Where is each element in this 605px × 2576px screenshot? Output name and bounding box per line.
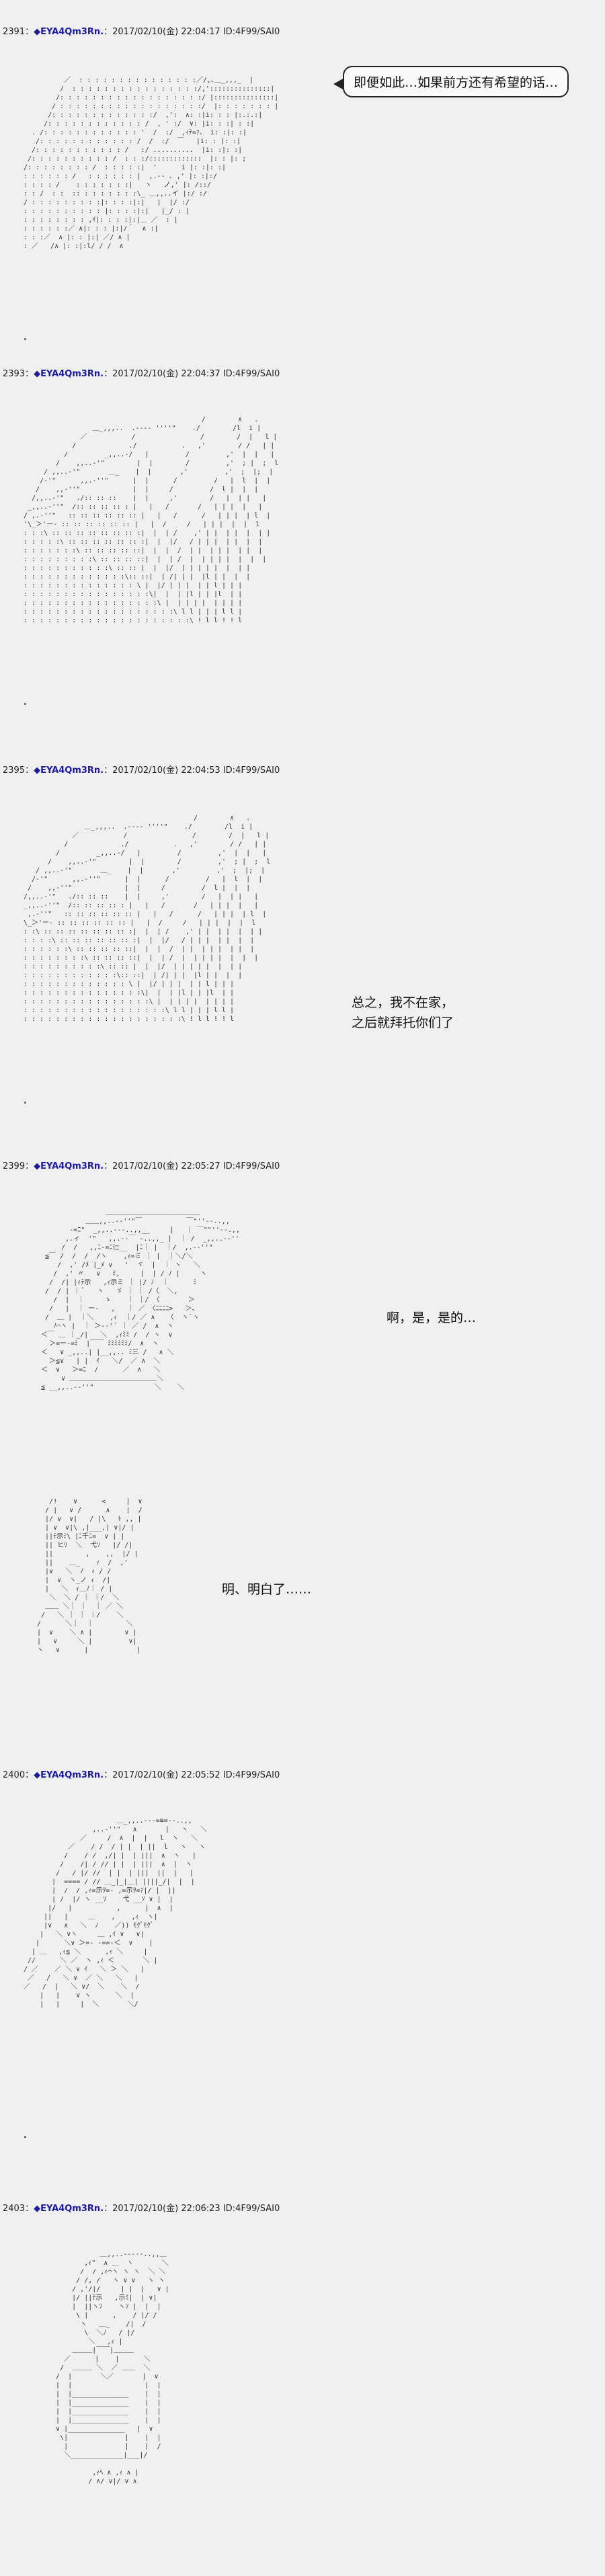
caption-4: 明、明白了…… [222, 1582, 312, 1597]
post-separator: ： [25, 27, 34, 37]
caption-2-line2: 之后就拜托你们了 [352, 1015, 454, 1030]
post-separator: ： [25, 765, 34, 776]
caption-3: 啊，是，是的… [387, 1311, 477, 1325]
post-divider-dot [24, 338, 26, 340]
caption-2-line1: 总之，我不在家， [352, 995, 454, 1010]
post-header-2400: 2400：◆EYA4Qm3Rn.：2017/02/10(金) 22:05:52 … [3, 1768, 280, 1780]
post-header-2403: 2403：◆EYA4Qm3Rn.：2017/02/10(金) 22:06:23 … [3, 2201, 280, 2214]
ascii-art-boy-figure: ＿,,..--‐‐-..,,＿ ,ｨ" ∧ ＿ ヽ ＼ / / ,ｨ⌒ヽ ヽ ヽ… [56, 2251, 169, 2485]
post-tripcode[interactable]: ◆EYA4Qm3Rn. [34, 1770, 104, 1780]
post-header-2395: 2395：◆EYA4Qm3Rn.：2017/02/10(金) 22:04:53 … [3, 763, 280, 776]
ascii-art-girl-with-hat: ＿＿＿＿＿＿＿＿＿＿＿＿＿＿ ＿＿,,..-‐''"￣ ￣"''‐-..,, -… [41, 1209, 240, 1391]
post-number: 2400 [3, 1770, 26, 1780]
post-divider-dot [24, 703, 26, 705]
post-header-2399: 2399：◆EYA4Qm3Rn.：2017/02/10(金) 22:05:27 … [3, 1159, 280, 1171]
post-number: 2391 [3, 27, 26, 37]
post-number: 2403 [3, 2204, 26, 2214]
post-number: 2399 [3, 1161, 26, 1171]
post-separator: ： [25, 1770, 34, 1780]
post-tripcode[interactable]: ◆EYA4Qm3Rn. [34, 1161, 104, 1171]
post-divider-dot [24, 2136, 26, 2138]
ascii-art-door-figure-2: / ∧ . ＿_,,,.. .-‐‐‐ ''''" ./ /l i | ／ / … [24, 815, 271, 1023]
post-date: ：2017/02/10(金) 22:04:37 ID:4F99/SAI0 [104, 369, 280, 379]
ascii-art-fluffy-hair-girl: ＿_,,..---=≡=--..,, ,..-''" ∧ | ヽ ＼ ／ / ∧… [24, 1817, 207, 2008]
speech-bubble-1: 即便如此…如果前方还有希望的话… [343, 66, 569, 97]
post-date: ：2017/02/10(金) 22:06:23 ID:4F99/SAI0 [104, 2204, 280, 2214]
post-header-2393: 2393：◆EYA4Qm3Rn.：2017/02/10(金) 22:04:37 … [3, 366, 280, 379]
speech-bubble-text: 即便如此…如果前方还有希望的话… [354, 75, 559, 90]
post-tripcode[interactable]: ◆EYA4Qm3Rn. [34, 27, 104, 37]
post-number: 2393 [3, 369, 26, 379]
post-date: ：2017/02/10(金) 22:05:52 ID:4F99/SAI0 [104, 1770, 280, 1780]
ascii-art-small-girl: /! ∨ < | ∨ / | ∨ / ∧ | / |/ ∨ ∨| / |\ ﾄ … [37, 1498, 143, 1654]
speech-bubble-tail [333, 78, 344, 90]
post-number: 2395 [3, 765, 26, 776]
post-tripcode[interactable]: ◆EYA4Qm3Rn. [34, 765, 104, 776]
ascii-art-girl-face: ／ : : : : : : : : : : : : : : :／/,､＿_,,,… [24, 77, 279, 250]
post-tripcode[interactable]: ◆EYA4Qm3Rn. [34, 369, 104, 379]
post-date: ：2017/02/10(金) 22:05:27 ID:4F99/SAI0 [104, 1161, 280, 1171]
post-separator: ： [25, 2204, 34, 2214]
post-separator: ： [25, 1161, 34, 1171]
post-date: ：2017/02/10(金) 22:04:17 ID:4F99/SAI0 [104, 27, 280, 37]
post-tripcode[interactable]: ◆EYA4Qm3Rn. [34, 2204, 104, 2214]
post-header-2391: 2391：◆EYA4Qm3Rn.：2017/02/10(金) 22:04:17 … [3, 24, 280, 37]
post-date: ：2017/02/10(金) 22:04:53 ID:4F99/SAI0 [104, 765, 280, 776]
post-divider-dot [24, 1102, 26, 1104]
ascii-art-door-figure: / ∧ . ＿_,,,.. .-‐‐‐ ''''" ./ /l i | ／ / … [24, 416, 279, 624]
post-separator: ： [25, 369, 34, 379]
